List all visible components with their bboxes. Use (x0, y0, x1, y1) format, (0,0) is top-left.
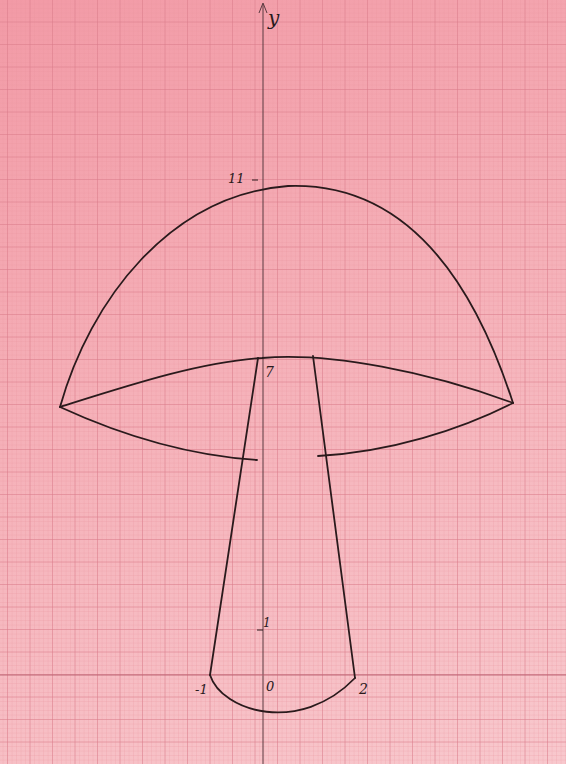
tick (252, 180, 258, 181)
tick (257, 630, 263, 631)
x-axis (0, 675, 566, 676)
value-label: -1 (195, 683, 208, 696)
y-axis (263, 4, 264, 764)
value-label: 2 (359, 682, 368, 696)
cap-underside (60, 407, 257, 460)
value-label: 11 (228, 172, 245, 185)
cap-top (60, 186, 513, 407)
cap-underside (318, 403, 513, 456)
axis-label: y (268, 8, 279, 28)
stem-base (210, 675, 355, 712)
stem-left (210, 358, 258, 675)
value-label: 7 (265, 365, 274, 379)
cap-rim (60, 357, 513, 407)
stem-right (313, 356, 355, 678)
axis-arrow (259, 3, 267, 13)
value-label: 0 (266, 680, 274, 693)
value-label: 1 (263, 617, 271, 629)
